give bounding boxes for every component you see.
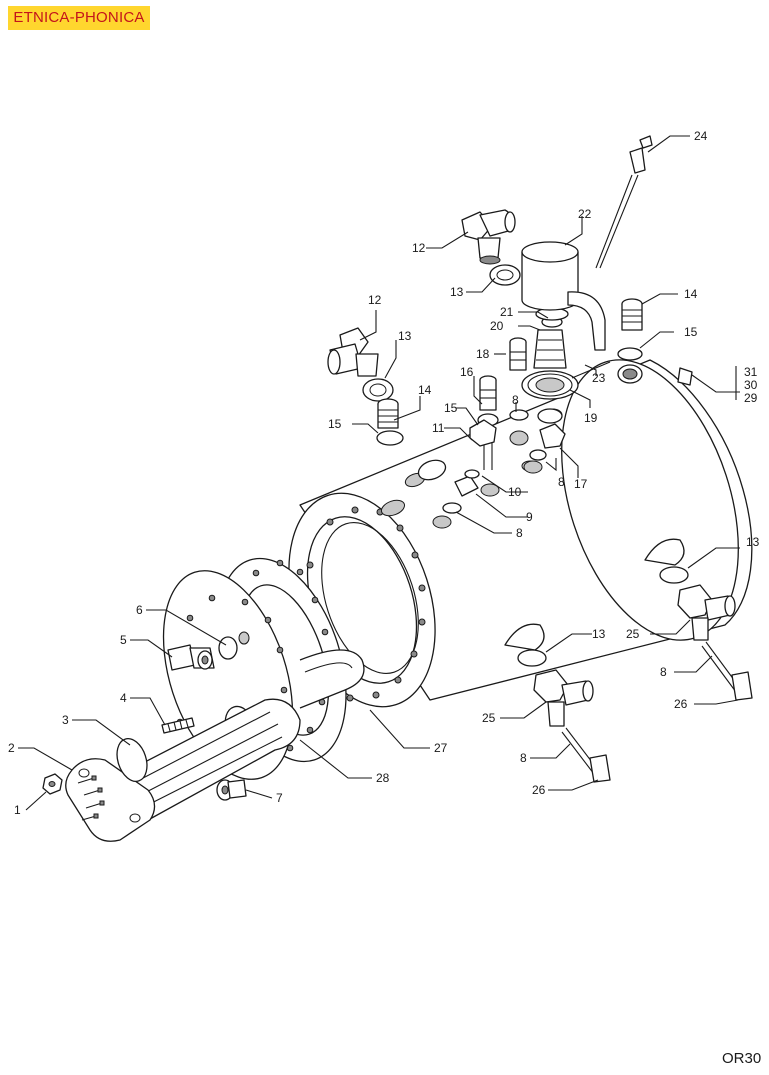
callout-2: 2 — [8, 741, 15, 755]
callout-1: 1 — [14, 803, 21, 817]
callout-14-a: 14 — [684, 287, 698, 301]
callout-27: 27 — [434, 741, 448, 755]
washer — [489, 264, 521, 286]
pressostat-base-19 — [521, 370, 579, 400]
elbow-fitting-lower — [327, 327, 379, 377]
nipple-14-left — [376, 398, 404, 446]
cap-screw — [216, 779, 247, 801]
nipple-18 — [509, 337, 527, 371]
callout-13-d: 13 — [592, 627, 606, 641]
diagram-code: OR30 — [722, 1050, 762, 1067]
elbow-fitting-25-right — [659, 566, 753, 701]
callout-15-b: 15 — [444, 401, 458, 415]
nipple-14-right — [617, 298, 643, 384]
callout-11: 11 — [432, 421, 445, 435]
brand-badge: ETNICA-PHONICA — [8, 6, 150, 30]
callout-26-b: 26 — [532, 783, 546, 797]
nut — [42, 773, 63, 795]
fitting-9 — [454, 469, 480, 497]
callout-10: 10 — [508, 485, 522, 499]
callout-3: 3 — [62, 713, 69, 727]
callout-15-a: 15 — [684, 325, 698, 339]
callout-13-c: 13 — [746, 535, 760, 549]
callout-20: 20 — [490, 319, 504, 333]
callout-26-a: 26 — [674, 697, 688, 711]
fitting-17 — [537, 408, 566, 449]
callout-14-b: 14 — [418, 383, 432, 397]
level-probe-24 — [595, 135, 653, 269]
callout-30: 30 — [744, 378, 758, 392]
callout-13-a: 13 — [450, 285, 464, 299]
callout-5: 5 — [120, 633, 127, 647]
fitting-5 — [167, 644, 215, 671]
callout-8-c: 8 — [516, 526, 523, 540]
callout-21: 21 — [500, 305, 514, 319]
callout-31: 31 — [744, 365, 758, 379]
callout-12-a: 12 — [412, 241, 426, 255]
solenoid-22 — [521, 241, 606, 351]
callout-18: 18 — [476, 347, 490, 361]
callout-6: 6 — [136, 603, 143, 617]
callout-7: 7 — [276, 791, 283, 805]
callout-19: 19 — [584, 411, 598, 425]
elbow-fitting-25-left — [517, 649, 611, 783]
callout-8-a: 8 — [512, 393, 519, 407]
callout-15-c: 15 — [328, 417, 342, 431]
stud-bolt — [161, 717, 195, 734]
callout-25-a: 25 — [626, 627, 640, 641]
callout-8-e: 8 — [520, 751, 527, 765]
callout-4: 4 — [120, 691, 127, 705]
callout-13-b: 13 — [398, 329, 412, 343]
callout-25-b: 25 — [482, 711, 496, 725]
callout-23: 23 — [592, 371, 606, 385]
washer — [362, 378, 394, 402]
callout-16: 16 — [460, 365, 474, 379]
callout-22: 22 — [578, 207, 592, 221]
valve-body-20 — [533, 307, 569, 369]
callout-28: 28 — [376, 771, 390, 785]
callout-29: 29 — [744, 391, 758, 405]
leader-lines — [18, 135, 740, 811]
callout-17: 17 — [574, 477, 588, 491]
callout-8-d: 8 — [660, 665, 667, 679]
callout-9: 9 — [526, 510, 533, 524]
elbow-fitting-upper — [461, 209, 516, 265]
callout-12-b: 12 — [368, 293, 382, 307]
heating-element — [65, 649, 365, 842]
callout-labels: 1 2 3 4 5 6 7 8 8 8 8 8 9 10 11 12 12 13… — [8, 129, 760, 817]
callout-24: 24 — [694, 129, 708, 143]
callout-8-b: 8 — [558, 475, 565, 489]
